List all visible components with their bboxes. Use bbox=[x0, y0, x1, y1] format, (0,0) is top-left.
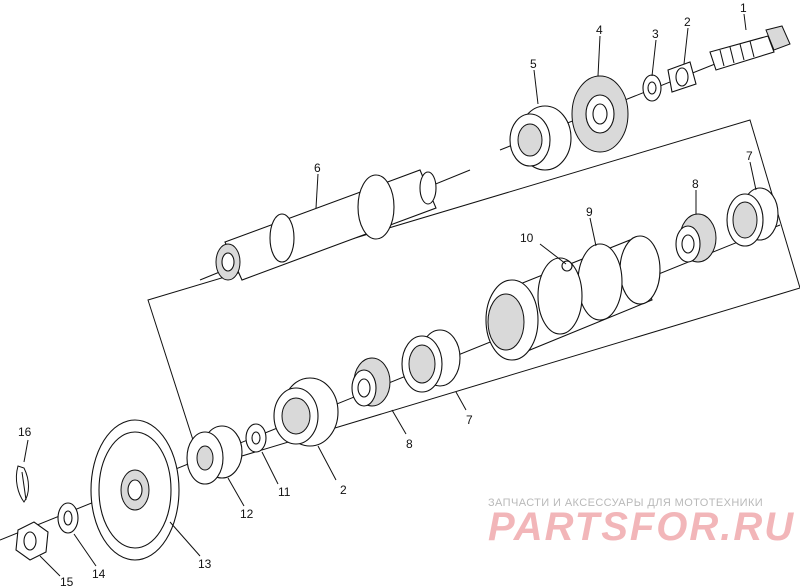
callout-11: 11 bbox=[278, 485, 291, 499]
assembly-outline bbox=[147, 119, 800, 469]
callout-12: 12 bbox=[240, 507, 254, 521]
callout-5: 2 bbox=[684, 15, 691, 29]
leader-lines bbox=[23, 13, 757, 577]
shaft-part-1 bbox=[215, 169, 437, 281]
callout-15: 15 bbox=[60, 575, 74, 588]
washer-part-4 bbox=[642, 74, 662, 102]
callout-6: 1 bbox=[740, 1, 747, 15]
callout-13: 13 bbox=[198, 557, 212, 571]
race-part-7-lower bbox=[401, 329, 461, 393]
callout-9: 9 bbox=[586, 205, 593, 219]
bearing-part-2-upper bbox=[509, 105, 572, 171]
callout-7-lower: 7 bbox=[466, 413, 473, 427]
race-part-7-upper bbox=[726, 187, 779, 247]
callout-8-lower: 8 bbox=[406, 437, 413, 451]
tapered-bearing-part-8-lower bbox=[351, 357, 391, 407]
tapered-bearing-part-8-upper bbox=[675, 213, 717, 263]
callout-1: 6 bbox=[314, 161, 321, 175]
carrier-part-9 bbox=[485, 235, 661, 361]
callout-14: 14 bbox=[92, 567, 106, 581]
callout-10: 10 bbox=[520, 231, 534, 245]
spacer-part-12 bbox=[186, 425, 243, 485]
callout-16: 16 bbox=[18, 425, 32, 439]
sprocket-part-3 bbox=[571, 75, 629, 153]
callout-7-upper: 7 bbox=[746, 149, 753, 163]
watermark-caption: ЗАПЧАСТИ И АКСЕССУАРЫ ДЛЯ МОТОТЕХНИКИ bbox=[488, 497, 763, 509]
lock-washer-part-5 bbox=[667, 61, 697, 93]
washer-part-14 bbox=[57, 502, 79, 534]
callout-4: 3 bbox=[652, 27, 659, 41]
bearing-part-2-lower bbox=[273, 377, 339, 447]
washer-part-11 bbox=[245, 423, 267, 453]
callout-3: 4 bbox=[596, 23, 603, 37]
sprocket-part-13 bbox=[90, 419, 180, 561]
callout-8-upper: 8 bbox=[692, 177, 699, 191]
cotter-pin-part-16 bbox=[15, 465, 29, 503]
callout-2-upper: 5 bbox=[530, 57, 537, 71]
watermark-logo: PARTSFOR.RU bbox=[488, 505, 795, 549]
callout-2-lower: 2 bbox=[340, 483, 347, 497]
bolt-part-6 bbox=[709, 25, 791, 71]
pin-part-10 bbox=[561, 260, 573, 272]
nut-part-15 bbox=[15, 521, 49, 561]
